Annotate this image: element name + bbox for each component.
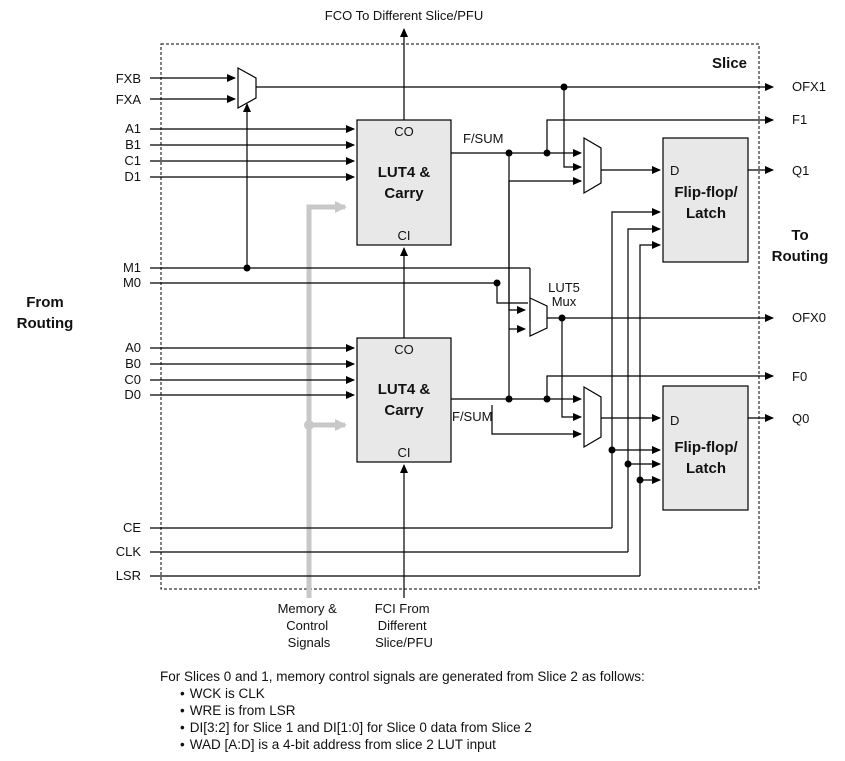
svg-text:D0: D0 [124, 387, 141, 402]
svg-text:A0: A0 [125, 340, 141, 355]
fsum-top-label: F/SUM [463, 131, 503, 146]
svg-text:M1: M1 [123, 260, 141, 275]
svg-text:CI: CI [398, 228, 411, 243]
svg-text:Q0: Q0 [792, 411, 809, 426]
svg-text:LUT4 &Carry: LUT4 &Carry [378, 164, 431, 202]
svg-text:CO: CO [394, 124, 414, 139]
svg-text:Q1: Q1 [792, 163, 809, 178]
svg-text:F0: F0 [792, 369, 807, 384]
slice-boundary [160, 43, 760, 590]
svg-text:LUT4 &Carry: LUT4 &Carry [378, 381, 431, 419]
svg-text:D: D [670, 413, 679, 428]
svg-text:LSR: LSR [116, 568, 141, 583]
lut4-bottom: CO LUT4 &Carry CI [356, 337, 452, 463]
output-labels: OFX1 F1 Q1 OFX0 F0 Q0 [792, 79, 826, 426]
slice-label: Slice [712, 55, 747, 72]
svg-text:A1: A1 [125, 121, 141, 136]
svg-text:FXB: FXB [116, 71, 141, 86]
lut4-top: CO LUT4 &Carry CI [356, 119, 452, 246]
svg-text:C1: C1 [124, 153, 141, 168]
svg-text:Flip-flop/Latch: Flip-flop/Latch [674, 439, 738, 477]
svg-text:CE: CE [123, 520, 141, 535]
note-item: WRE is from LSR [180, 702, 645, 719]
svg-text:D: D [670, 163, 679, 178]
svg-text:CI: CI [398, 445, 411, 460]
input-labels: FXB FXA A1 B1 C1 D1 M1 M0 A0 B0 C0 D0 CE… [116, 71, 142, 583]
svg-text:F1: F1 [792, 112, 807, 127]
lut4-top-inputs [150, 125, 355, 181]
notes-list: WCK is CLK WRE is from LSR DI[3:2] for S… [160, 685, 645, 753]
mem-ctrl-label: Memory & Control Signals [278, 601, 341, 650]
svg-text:B1: B1 [125, 137, 141, 152]
fx-mux [150, 66, 774, 268]
note-item: DI[3:2] for Slice 1 and DI[1:0] for Slic… [180, 719, 645, 736]
svg-text:B0: B0 [125, 356, 141, 371]
svg-text:FXA: FXA [116, 92, 142, 107]
lut4-bottom-inputs [150, 344, 355, 399]
ff-bottom: D Flip-flop/Latch [662, 385, 749, 511]
fco-label: FCO To Different Slice/PFU [325, 8, 483, 23]
svg-text:OFX0: OFX0 [792, 310, 826, 325]
svg-text:C0: C0 [124, 372, 141, 387]
memory-control-path [304, 201, 347, 598]
note-item: WCK is CLK [180, 685, 645, 702]
svg-text:CO: CO [394, 342, 414, 357]
svg-text:OFX1: OFX1 [792, 79, 826, 94]
svg-text:M0: M0 [123, 275, 141, 290]
svg-text:D1: D1 [124, 169, 141, 184]
fci-label: FCI From Different Slice/PFU [375, 601, 434, 650]
ff-top: D Flip-flop/Latch [662, 137, 749, 263]
notes-intro: For Slices 0 and 1, memory control signa… [160, 669, 645, 684]
fsum-bottom-label: F/SUM [452, 409, 492, 424]
svg-text:CLK: CLK [116, 544, 142, 559]
note-item: WAD [A:D] is a 4-bit address from slice … [180, 736, 645, 753]
notes: For Slices 0 and 1, memory control signa… [160, 668, 645, 753]
svg-text:Flip-flop/Latch: Flip-flop/Latch [674, 184, 738, 222]
